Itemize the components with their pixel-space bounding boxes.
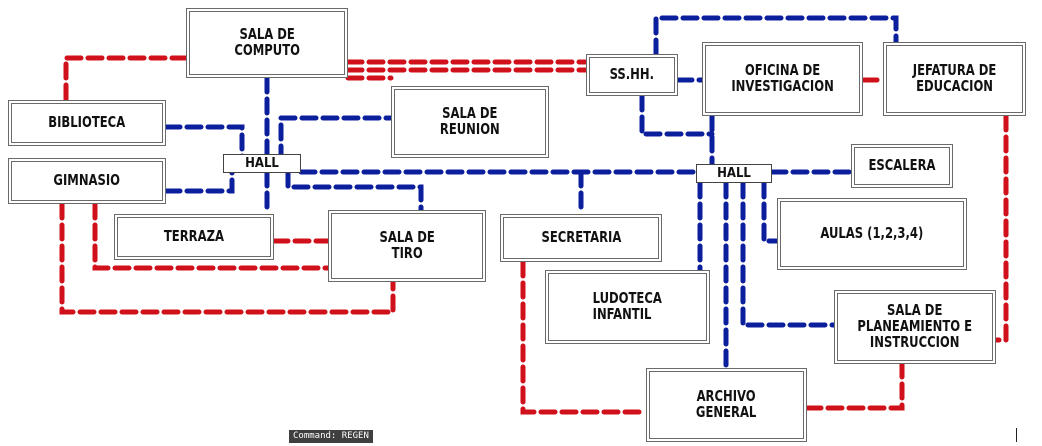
line-hall-aulas — [761, 180, 780, 244]
room-biblioteca: BIBLIOTECA — [8, 100, 166, 146]
line-sshh-jefatura — [653, 15, 899, 57]
room-aulas: AULAS (1,2,3,4) — [777, 198, 967, 270]
room-secretaria: SECRETARIA — [500, 214, 662, 262]
line-biblioteca-hall — [163, 124, 245, 163]
room-archivo-general: ARCHIVO GENERAL — [646, 368, 807, 442]
line-hall-planeamiento — [740, 180, 837, 328]
hall-left: HALL — [223, 154, 301, 173]
room-sala-tiro: SALA DE TIRO — [328, 210, 486, 282]
room-escalera: ESCALERA — [851, 144, 953, 188]
line-archivo-planeamiento — [804, 361, 905, 411]
cursor-marker — [1016, 428, 1017, 442]
line-gimnasio-tiro-b — [59, 201, 396, 315]
room-sshh: SS.HH. — [586, 54, 678, 96]
room-terraza: TERRAZA — [114, 214, 274, 260]
room-gimnasio: GIMNASIO — [8, 158, 166, 204]
line-secretaria-archivo — [520, 259, 649, 415]
line-gimnasio-hall — [163, 169, 235, 194]
line-hall-tiro — [285, 169, 424, 213]
command-line[interactable]: Command: REGEN — [289, 430, 373, 443]
line-sshh-hall — [639, 93, 715, 137]
hall-right: HALL — [696, 164, 772, 183]
line-gimnasio-tiro — [92, 201, 331, 271]
line-jefatura-planeamiento — [993, 113, 1009, 343]
line-computo-biblioteca — [63, 55, 189, 103]
room-sala-planeamiento: SALA DE PLANEAMIENTO E INSTRUCCION — [834, 290, 996, 364]
line-hall-reunion — [278, 115, 394, 163]
room-jefatura-educacion: JEFATURA DE EDUCACION — [883, 42, 1026, 116]
room-sala-reunion: SALA DE REUNION — [391, 86, 549, 158]
room-ludoteca-infantil: LUDOTECA INFANTIL — [545, 270, 710, 344]
room-sala-computo: SALA DE COMPUTO — [186, 8, 348, 78]
room-oficina-investigacion: OFICINA DE INVESTIGACION — [702, 42, 863, 116]
